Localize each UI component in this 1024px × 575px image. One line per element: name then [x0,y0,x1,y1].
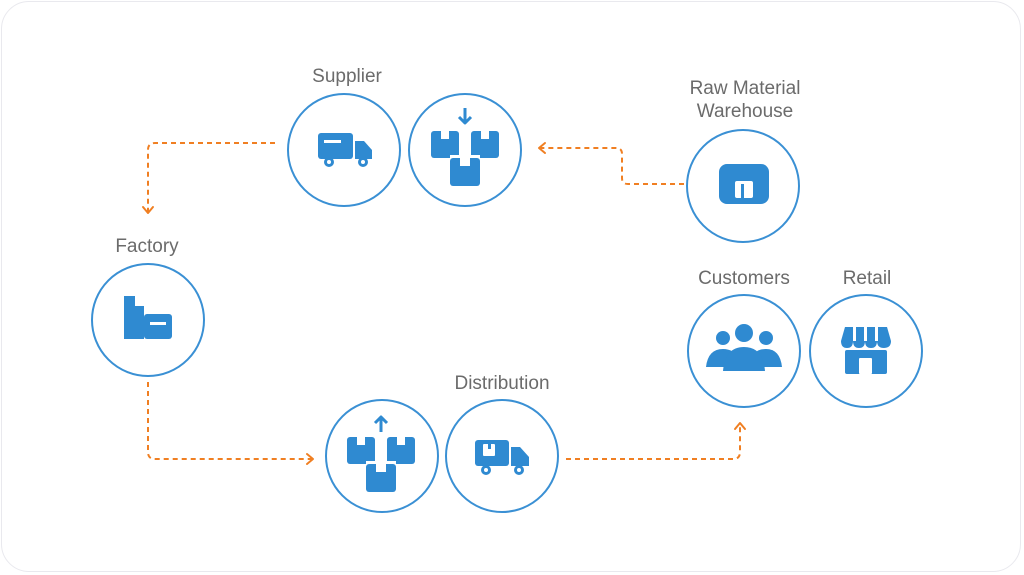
raw-material-warehouse-node [686,129,800,243]
people-icon [706,324,782,371]
distribution-truck-node [445,399,559,513]
factory-label: Factory [115,236,179,257]
raw-material-label-line2: Warehouse [697,101,793,122]
customers-label: Customers [698,268,790,289]
boxes-down-icon [431,108,499,186]
truck-icon [318,133,372,167]
retail-label: Retail [843,268,892,289]
store-icon [841,327,891,374]
distribution-boxes-node [325,399,439,513]
boxes-up-icon [347,415,415,492]
distribution-label: Distribution [454,373,549,394]
supplier-truck-node [287,93,401,207]
supplier-label: Supplier [312,66,382,87]
connector-supplier-to-factory [142,142,275,214]
factory-icon [124,296,172,339]
retail-node [809,294,923,408]
raw-material-label-line1: Raw Material [690,78,801,99]
factory-node [91,263,205,377]
connector-raw-to-supplier [538,142,684,185]
supplier-boxes-node [408,93,522,207]
delivery-truck-icon [475,440,529,475]
connector-distribution-to-customers [566,422,746,460]
warehouse-icon [719,164,769,204]
customers-node [687,294,801,408]
connector-factory-to-distribution [147,382,314,465]
